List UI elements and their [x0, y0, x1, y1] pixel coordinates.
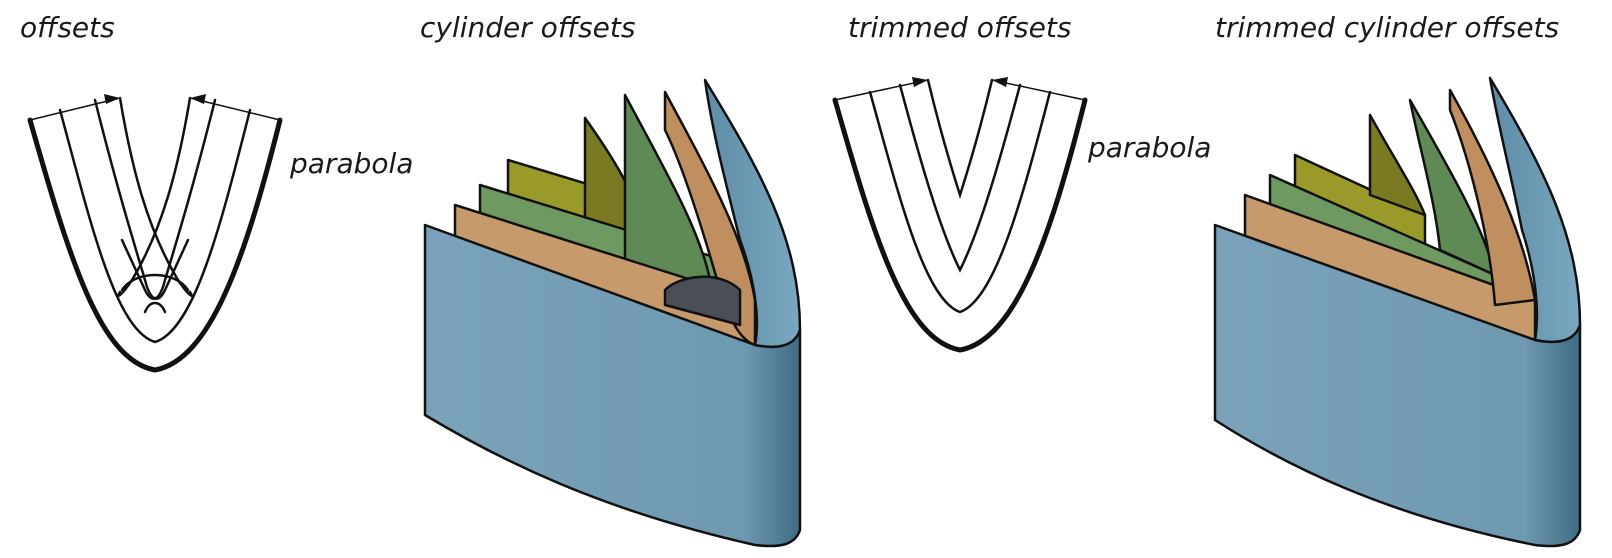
normal-line-right — [189, 97, 281, 121]
trimmed-sheet-tan-wing — [1448, 88, 1537, 307]
label-parabola-2: parabola — [1088, 131, 1212, 164]
cylinder-offsets-diagram — [423, 78, 802, 548]
trimmed-offset-3 — [926, 78, 994, 200]
cylinder-side — [703, 78, 802, 349]
offset-arc — [120, 273, 190, 292]
title-trimmed-cylinder-offsets: trimmed cylinder offsets — [1215, 11, 1560, 44]
offset-swallowtail — [143, 301, 167, 314]
title-trimmed-offsets: trimmed offsets — [848, 11, 1072, 44]
normal-line-left — [29, 97, 121, 121]
sheet-tan-wing — [663, 90, 757, 347]
arrow-left-icon — [104, 94, 120, 104]
title-offsets: offsets — [20, 11, 115, 44]
offset-curve-1 — [58, 108, 252, 344]
intersection-region — [663, 275, 742, 327]
offset-curve-3a — [118, 96, 193, 297]
offset-curve-2b — [120, 98, 217, 300]
trimmed-sheet-olive-wing — [1368, 113, 1427, 217]
trimmed-arrow-left-icon — [912, 77, 928, 87]
trimmed-normal-right — [991, 79, 1086, 101]
trimmed-cylinder-offsets-diagram — [1213, 76, 1582, 548]
title-cylinder-offsets: cylinder offsets — [420, 11, 636, 44]
trimmed-arrow-right-icon — [992, 77, 1008, 87]
label-parabola-1: parabola — [290, 147, 414, 180]
trimmed-offsets-diagram — [832, 78, 1088, 353]
trimmed-parabola-curve — [832, 97, 1088, 353]
trimmed-offset-1 — [868, 90, 1052, 314]
parabola-curve — [27, 117, 283, 373]
trimmed-offset-2 — [898, 83, 1022, 273]
arrow-right-icon — [190, 94, 206, 104]
offset-curve-2a — [93, 98, 190, 300]
trimmed-cylinder-side — [1488, 76, 1582, 344]
offsets-diagram — [27, 96, 283, 373]
offset-curve-3b — [117, 96, 192, 297]
trimmed-normal-left — [834, 79, 929, 101]
